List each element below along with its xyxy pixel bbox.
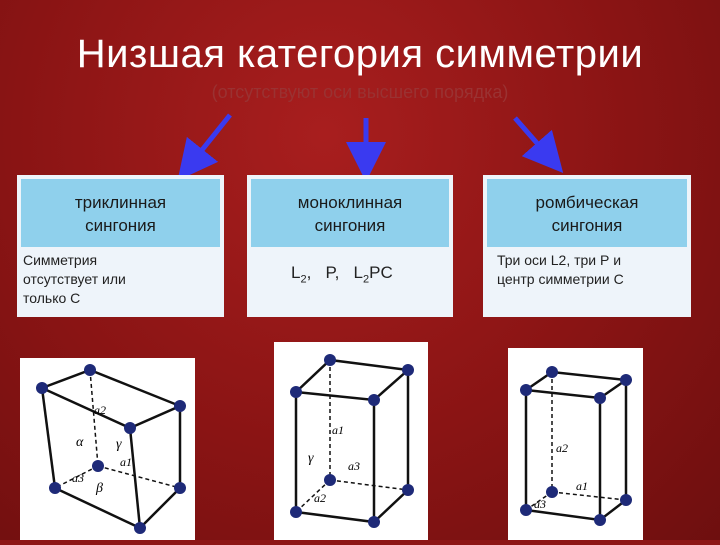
card-body: Симметрия отсутствует или только С	[23, 251, 218, 308]
slide-title: Низшая категория симметрии	[76, 32, 644, 76]
angle-label-alpha: α	[76, 435, 84, 450]
card-formula: L2, P, L2PC	[291, 263, 393, 286]
card-title-line2: сингония	[551, 216, 623, 235]
angle-label-gamma: γ	[308, 451, 314, 466]
figure-orthorhombic: a2 a1 a3	[508, 348, 643, 540]
card-header: триклинная сингония	[21, 179, 220, 247]
card-monoclinic: моноклинная сингония L2, P, L2PC	[247, 175, 453, 317]
axis-label-a1: a1	[332, 423, 344, 437]
arrow-left	[177, 113, 232, 181]
card-title-line2: сингония	[85, 216, 156, 235]
orthorhombic-cell-drawing: a2 a1 a3	[520, 366, 632, 526]
figure-triclinic: a2 a1 a3 α β γ	[20, 358, 195, 540]
card-body-line: Три оси L2, три Р и	[497, 252, 622, 268]
arrow-right	[513, 116, 564, 174]
axis-label-a2: a2	[556, 441, 568, 455]
slide-subtitle: (отсутствуют оси высшего порядка)	[211, 82, 509, 102]
card-title-line1: моноклинная	[297, 193, 403, 212]
angle-label-beta: β	[95, 481, 103, 496]
card-title-line1: триклинная	[74, 193, 167, 212]
angle-label-gamma: γ	[116, 437, 122, 452]
card-body-line: только С	[23, 290, 81, 306]
monoclinic-cell-drawing: a1 a3 a2 γ	[290, 354, 414, 528]
card-header: ромбическая сингония	[487, 179, 687, 247]
axis-label-a3: a3	[72, 471, 84, 485]
axis-label-a2: a2	[94, 403, 106, 417]
axis-label-a1: a1	[120, 455, 132, 469]
card-body-line: Симметрия	[23, 252, 98, 268]
axis-label-a3: a3	[348, 459, 360, 473]
card-title-line2: сингония	[314, 216, 386, 235]
axis-label-a2: a2	[314, 491, 326, 505]
card-header: моноклинная сингония	[251, 179, 449, 247]
card-body-line: отсутствует или	[23, 271, 126, 287]
triclinic-cell-drawing: a2 a1 a3 α β γ	[36, 364, 186, 534]
card-body: Три оси L2, три Р и центр симметрии С	[497, 251, 685, 289]
figure-monoclinic: a1 a3 a2 γ	[274, 342, 428, 540]
axis-label-a1: a1	[576, 479, 588, 493]
card-orthorhombic: ромбическая сингония Три оси L2, три Р и…	[483, 175, 691, 317]
axis-label-a3: a3	[534, 497, 546, 511]
card-title-line1: ромбическая	[535, 193, 639, 212]
card-triclinic: триклинная сингония Симметрия отсутствуе…	[17, 175, 224, 317]
card-body-line: центр симметрии С	[497, 271, 624, 287]
